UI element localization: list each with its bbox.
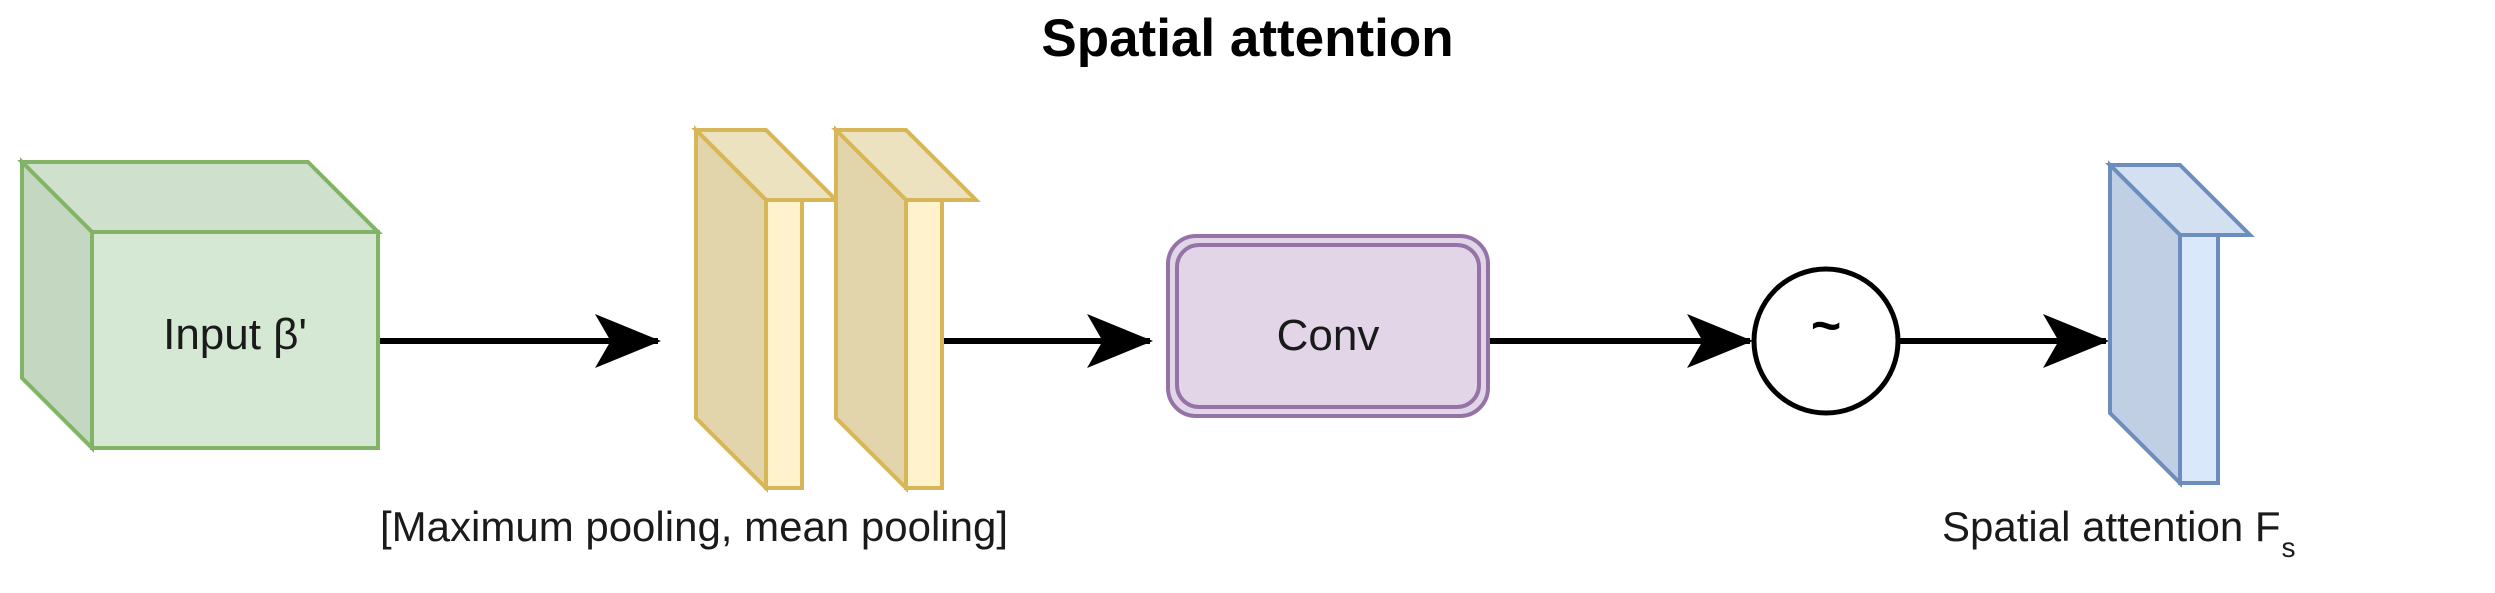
conv-box-inner-border [1175, 243, 1481, 409]
output-slab-edge-face [2178, 233, 2220, 485]
input-cube-front-face [90, 230, 380, 450]
pooling-slab-1-front-face [694, 125, 768, 493]
page-title: Spatial attention [1041, 9, 1454, 68]
sigmoid-symbol: ~ [1810, 297, 1842, 355]
output-caption-main: Spatial attention F [1942, 503, 2281, 550]
output-caption: Spatial attention Fs [1942, 503, 2296, 563]
node-output-slab[interactable] [2105, 160, 2255, 488]
node-sigmoid-circle[interactable] [1751, 266, 1901, 416]
node-input-cube[interactable] [17, 157, 383, 453]
conv-box-outer-border [1166, 234, 1490, 418]
pooling-caption: [Maximum pooling, mean pooling] [380, 503, 1008, 550]
output-slab-front-face [2108, 160, 2182, 488]
pooling-slab-2-edge-face [904, 198, 944, 490]
pooling-slab-1-edge-face [764, 198, 804, 490]
conv-box-label: Conv [1276, 311, 1380, 360]
node-conv-box[interactable] [1166, 234, 1490, 418]
output-caption-subscript: s [2281, 532, 2296, 564]
pooling-slab-2-front-face [834, 125, 908, 493]
node-pooling-slab-2[interactable] [831, 125, 981, 493]
input-cube-label: Input β' [163, 310, 307, 359]
node-pooling-slab-1[interactable] [691, 125, 841, 493]
